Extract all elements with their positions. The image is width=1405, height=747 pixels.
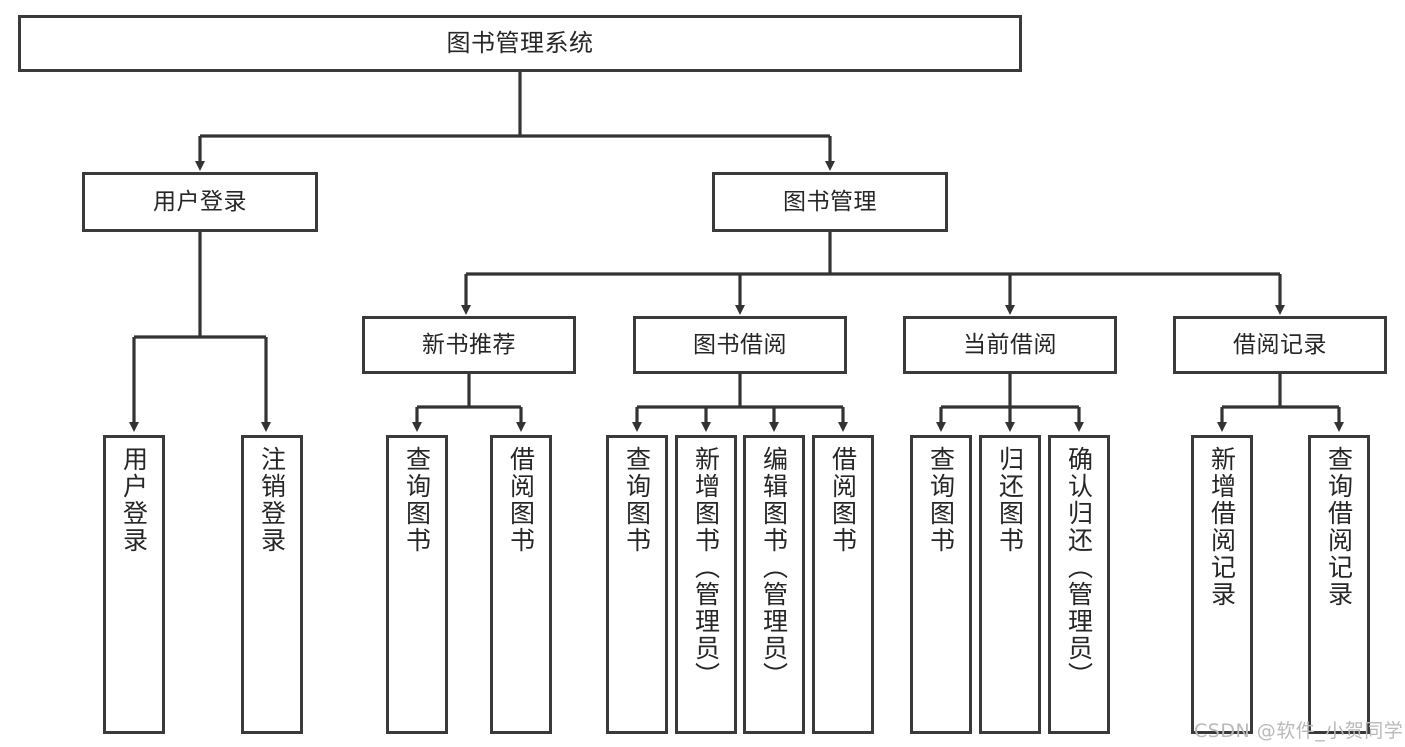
node-label: 图书管理系统	[446, 28, 594, 57]
csdn-watermark: CSDN @软件_小贺同学	[1194, 720, 1404, 742]
leaf-current-return-book[interactable]: 归还图书	[979, 435, 1041, 734]
node-label: 借阅记录	[1233, 331, 1327, 358]
node-label: 归还图书	[995, 446, 1025, 554]
leaf-recommend-borrow-book[interactable]: 借阅图书	[490, 435, 552, 734]
leaf-current-confirm-return-admin[interactable]: 确认归还（管理员）	[1048, 435, 1110, 734]
node-label: 查询借阅记录	[1324, 446, 1354, 608]
leaf-borrow-query-book[interactable]: 查询图书	[606, 435, 668, 734]
node-new-book-recommend[interactable]: 新书推荐	[362, 316, 576, 374]
leaf-records-query-record[interactable]: 查询借阅记录	[1308, 435, 1370, 734]
leaf-current-query-book[interactable]: 查询图书	[910, 435, 972, 734]
leaf-user-login[interactable]: 用户登录	[103, 435, 165, 734]
node-label: 注销登录	[257, 446, 287, 554]
node-label: 当前借阅	[963, 331, 1057, 358]
node-current-borrow[interactable]: 当前借阅	[903, 316, 1117, 374]
node-label: 借阅图书	[828, 446, 858, 554]
node-root-system[interactable]: 图书管理系统	[18, 15, 1022, 72]
node-label: 新增图书（管理员）	[691, 446, 721, 689]
node-label: 编辑图书（管理员）	[759, 446, 789, 689]
leaf-user-logout[interactable]: 注销登录	[241, 435, 303, 734]
node-label: 查询图书	[622, 446, 652, 554]
node-book-borrow[interactable]: 图书借阅	[633, 316, 847, 374]
leaf-borrow-add-book-admin[interactable]: 新增图书（管理员）	[675, 435, 737, 734]
node-label: 用户登录	[119, 446, 149, 554]
leaf-borrow-edit-book-admin[interactable]: 编辑图书（管理员）	[743, 435, 805, 734]
node-borrow-records[interactable]: 借阅记录	[1173, 316, 1387, 374]
node-label: 新书推荐	[422, 331, 516, 358]
node-user-login[interactable]: 用户登录	[82, 172, 318, 232]
node-label: 借阅图书	[506, 446, 536, 554]
leaf-borrow-borrow-book[interactable]: 借阅图书	[812, 435, 874, 734]
leaf-recommend-query-book[interactable]: 查询图书	[386, 435, 448, 734]
node-label: 用户登录	[153, 188, 247, 215]
node-label: 查询图书	[402, 446, 432, 554]
node-label: 新增借阅记录	[1207, 446, 1237, 608]
node-book-management[interactable]: 图书管理	[712, 172, 948, 232]
node-label: 确认归还（管理员）	[1064, 446, 1094, 689]
node-label: 查询图书	[926, 446, 956, 554]
node-label: 图书借阅	[693, 331, 787, 358]
node-label: 图书管理	[783, 188, 877, 215]
leaf-records-add-record[interactable]: 新增借阅记录	[1191, 435, 1253, 734]
